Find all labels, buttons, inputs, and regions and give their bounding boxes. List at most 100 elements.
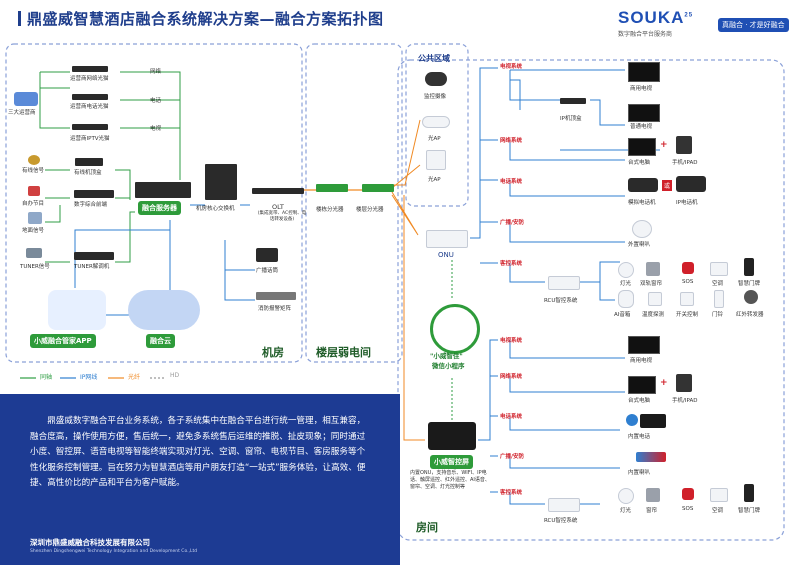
phone-ipad-label-2: 手机/IPAD xyxy=(672,398,698,404)
tv-icon xyxy=(628,104,660,122)
brand-slogan: 真融合 · 才是好融合 xyxy=(718,18,789,32)
core-switch-label: 机房核心交换机 xyxy=(196,206,235,212)
fire-matrix-icon xyxy=(256,292,296,300)
broadcast-label: 广播话筒 xyxy=(256,268,279,274)
cloud-label: 融合云 xyxy=(146,334,175,348)
ai-speaker-icon xyxy=(618,290,634,308)
app-phone-icon xyxy=(48,290,106,330)
rcu-label-2: RCU智控系统 xyxy=(544,518,578,524)
light-label-2: 灯光 xyxy=(620,508,632,514)
region-label-public: 公共区域 xyxy=(418,54,450,63)
inner-speaker-label: 内置喇叭 xyxy=(628,470,651,476)
wired-signal-label: 有线信号 xyxy=(22,168,45,174)
light-label: 灯光 xyxy=(620,281,632,287)
phone-ipad-label: 手机/IPAD xyxy=(672,160,698,166)
light-icon xyxy=(618,262,634,278)
ir-sender-label: 红外转发器 xyxy=(736,312,764,318)
splitter-icon xyxy=(316,184,348,192)
analog-phone-icon xyxy=(628,178,658,192)
legend-hd: HD xyxy=(170,372,180,379)
desktop-label-2: 台式电脑 xyxy=(628,398,651,404)
frontend-label: 数字综合前端 xyxy=(74,202,108,208)
sos-icon xyxy=(682,488,694,500)
wired-stb-label: 有线机顶盒 xyxy=(74,170,102,176)
rcu-icon xyxy=(548,498,580,512)
ip-phone-icon xyxy=(676,176,706,192)
legend-fiber: 光纤 xyxy=(128,374,141,381)
tuner-decoder-icon xyxy=(74,252,114,260)
core-switch-icon xyxy=(205,164,237,200)
smart-screen-icon xyxy=(428,422,476,450)
tuner-signal-label: TUNER信号 xyxy=(20,264,50,270)
self-program-icon xyxy=(28,186,40,196)
company-name: 深圳市鼎盛威融合科技发展有限公司 xyxy=(30,538,150,547)
net-section-heading: 网络系统 xyxy=(500,138,523,144)
ir-sender-icon xyxy=(744,290,758,304)
tv-icon xyxy=(628,62,660,82)
tuner-decoder-label: TUNER解调机 xyxy=(74,264,110,270)
mini-program-line1: "小威智住" xyxy=(430,352,463,360)
rcu-label: RCU智控系统 xyxy=(544,298,578,304)
phone-section-heading: 电话系统 xyxy=(500,179,523,185)
ap-icon xyxy=(426,150,446,170)
optical-tv-label: 运营商网络光猫 xyxy=(70,76,109,82)
temp-probe-icon xyxy=(648,292,662,306)
plus-icon: + xyxy=(660,378,668,388)
door-magnet-icon xyxy=(714,290,724,308)
desktop-label: 台式电脑 xyxy=(628,160,651,166)
description-text: 鼎盛威数字融合平台业务系统，各子系统集中在融合平台进行统一管理，相互兼容，融合度… xyxy=(30,416,366,488)
wired-signal-icon xyxy=(28,155,40,165)
or-badge: 或 xyxy=(662,180,673,191)
company-name-en: Shenzhen Dingshengwei Technology Integra… xyxy=(30,549,198,554)
terrestrial-icon xyxy=(28,212,42,224)
broadcast-icon xyxy=(256,248,278,262)
splitter-icon xyxy=(362,184,394,192)
stb-icon xyxy=(75,158,103,166)
mini-program-icon xyxy=(430,304,480,354)
phone-section-heading-2: 电话系统 xyxy=(500,414,523,420)
inner-phone-icon xyxy=(626,414,638,426)
ap1-label: 光AP xyxy=(428,136,441,142)
optical-phone-label: 运营商电话光猫 xyxy=(70,104,109,110)
speaker-icon xyxy=(632,220,652,238)
phone-icon xyxy=(676,136,692,154)
sos-label: SOS xyxy=(682,279,694,285)
line-phone-label: 电话 xyxy=(150,98,162,104)
ip-phone-label: IP电话机 xyxy=(676,200,698,206)
doorplate-icon xyxy=(744,484,754,502)
splitter1-label: 楼栋分光器 xyxy=(316,207,344,213)
aircon-icon xyxy=(710,262,728,276)
light-icon xyxy=(618,488,634,504)
inner-phone-screen-icon xyxy=(640,414,666,428)
sos-label-2: SOS xyxy=(682,506,694,512)
olt-label: OLT xyxy=(272,203,284,211)
net-section-heading-2: 网络系统 xyxy=(500,374,523,380)
description-panel: 鼎盛威数字融合平台业务系统，各子系统集中在融合平台进行统一管理，相互兼容，融合度… xyxy=(0,394,400,565)
curtain-label: 双轨窗帘 xyxy=(640,281,663,287)
tuner-icon xyxy=(26,248,42,258)
onu-icon xyxy=(426,230,468,248)
brand-logo: SOUKA25 xyxy=(618,8,694,27)
inner-phone-label: 内置电话 xyxy=(628,434,651,440)
aircon-label-2: 空调 xyxy=(712,508,724,514)
olt-note: (集成宽带、AC控制、电话转发设备) xyxy=(257,211,307,222)
broadcast-section-heading-2: 广播/安防 xyxy=(500,454,525,460)
normal-tv-label: 普通电视 xyxy=(630,124,653,130)
router-icon xyxy=(72,94,108,100)
speaker-label: 外置喇叭 xyxy=(628,242,651,248)
ai-speaker-label: AI音箱 xyxy=(614,312,631,318)
aircon-label: 空调 xyxy=(712,281,724,287)
switch-panel-icon xyxy=(680,292,694,306)
page-title: 鼎盛威智慧酒店融合系统解决方案—融合方案拓扑图 xyxy=(18,8,384,29)
sound-wave-icon xyxy=(636,452,666,462)
smart-screen-desc: 内置ONU，支持音乐、WIFI、IP电话、触屏遥控、红外遥控、AI语音、窗帘、空… xyxy=(410,470,490,490)
router-icon xyxy=(72,124,108,130)
terrestrial-label: 地面信号 xyxy=(22,228,45,234)
desktop-icon xyxy=(628,138,656,156)
legend-coax: 同轴 xyxy=(40,374,53,381)
app-label: 小威融合管家APP xyxy=(30,334,96,348)
desktop-icon xyxy=(628,376,656,394)
optical-iptv-label: 运营商IPTV光猫 xyxy=(70,136,110,142)
phone-icon xyxy=(676,374,692,392)
ap-icon xyxy=(422,116,450,128)
